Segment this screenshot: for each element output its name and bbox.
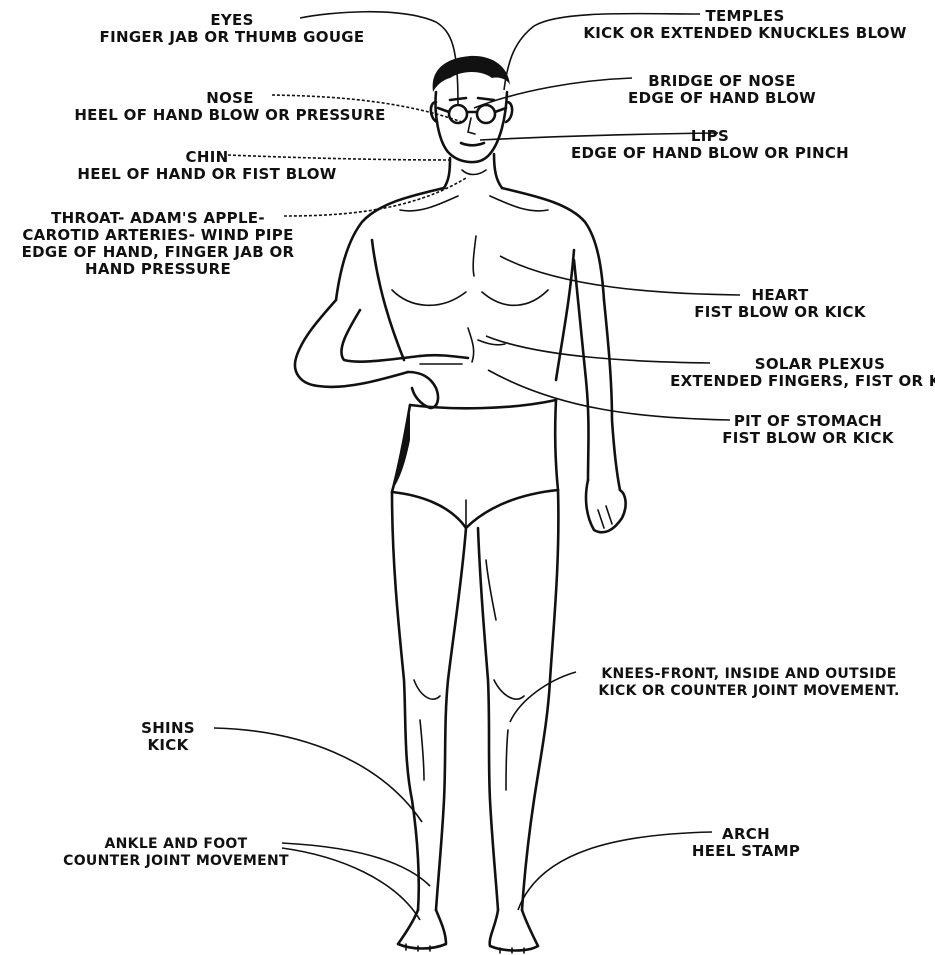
- lips-method: EDGE OF HAND BLOW OR PINCH: [571, 145, 849, 162]
- label-pit-of-stomach: PIT OF STOMACH FIST BLOW OR KICK: [722, 413, 894, 447]
- ankle-method: COUNTER JOINT MOVEMENT: [63, 853, 289, 870]
- head: [431, 56, 512, 188]
- label-heart: HEART FIST BLOW OR KICK: [694, 287, 866, 321]
- shins-method: KICK: [141, 737, 195, 754]
- solar-name: SOLAR PLEXUS: [670, 356, 935, 373]
- knees-name: KNEES-FRONT, INSIDE AND OUTSIDE: [598, 666, 899, 683]
- eyes-method: FINGER JAB OR THUMB GOUGE: [100, 29, 365, 46]
- heart-method: FIST BLOW OR KICK: [694, 304, 866, 321]
- throat-line2: CAROTID ARTERIES- WIND PIPE: [22, 227, 295, 244]
- label-throat: THROAT- ADAM'S APPLE- CAROTID ARTERIES- …: [22, 210, 295, 278]
- temples-method: KICK OR EXTENDED KNUCKLES BLOW: [583, 25, 906, 42]
- label-bridge-of-nose: BRIDGE OF NOSE EDGE OF HAND BLOW: [628, 73, 816, 107]
- solar-method: EXTENDED FINGERS, FIST OR KICK: [670, 373, 935, 390]
- arch-name: ARCH: [692, 826, 800, 843]
- throat-line3: EDGE OF HAND, FINGER JAB OR: [22, 244, 295, 261]
- chin-name: CHIN: [77, 149, 336, 166]
- bent-arm: [295, 300, 468, 408]
- shins-name: SHINS: [141, 720, 195, 737]
- hanging-arm: [574, 260, 626, 532]
- bridge-method: EDGE OF HAND BLOW: [628, 90, 816, 107]
- label-nose: NOSE HEEL OF HAND BLOW OR PRESSURE: [74, 90, 385, 124]
- throat-line1: THROAT- ADAM'S APPLE-: [22, 210, 295, 227]
- label-temples: TEMPLES KICK OR EXTENDED KNUCKLES BLOW: [583, 8, 906, 42]
- lips-name: LIPS: [571, 128, 849, 145]
- label-arch: ARCH HEEL STAMP: [692, 826, 800, 860]
- knees-method: KICK OR COUNTER JOINT MOVEMENT.: [598, 683, 899, 700]
- nose-name: NOSE: [74, 90, 385, 107]
- stomach-name: PIT OF STOMACH: [722, 413, 894, 430]
- label-eyes: EYES FINGER JAB OR THUMB GOUGE: [100, 12, 365, 46]
- label-ankle-and-foot: ANKLE AND FOOT COUNTER JOINT MOVEMENT: [63, 836, 289, 870]
- label-solar-plexus: SOLAR PLEXUS EXTENDED FINGERS, FIST OR K…: [670, 356, 935, 390]
- label-chin: CHIN HEEL OF HAND OR FIST BLOW: [77, 149, 336, 183]
- chin-method: HEEL OF HAND OR FIST BLOW: [77, 166, 336, 183]
- bridge-name: BRIDGE OF NOSE: [628, 73, 816, 90]
- temples-name: TEMPLES: [583, 8, 906, 25]
- torso: [336, 188, 604, 528]
- label-lips: LIPS EDGE OF HAND BLOW OR PINCH: [571, 128, 849, 162]
- eyes-name: EYES: [100, 12, 365, 29]
- throat-line4: HAND PRESSURE: [22, 261, 295, 278]
- label-knees: KNEES-FRONT, INSIDE AND OUTSIDE KICK OR …: [598, 666, 899, 700]
- arch-method: HEEL STAMP: [692, 843, 800, 860]
- ankle-name: ANKLE AND FOOT: [63, 836, 289, 853]
- heart-name: HEART: [694, 287, 866, 304]
- label-shins: SHINS KICK: [141, 720, 195, 754]
- nose-method: HEEL OF HAND BLOW OR PRESSURE: [74, 107, 385, 124]
- stomach-method: FIST BLOW OR KICK: [722, 430, 894, 447]
